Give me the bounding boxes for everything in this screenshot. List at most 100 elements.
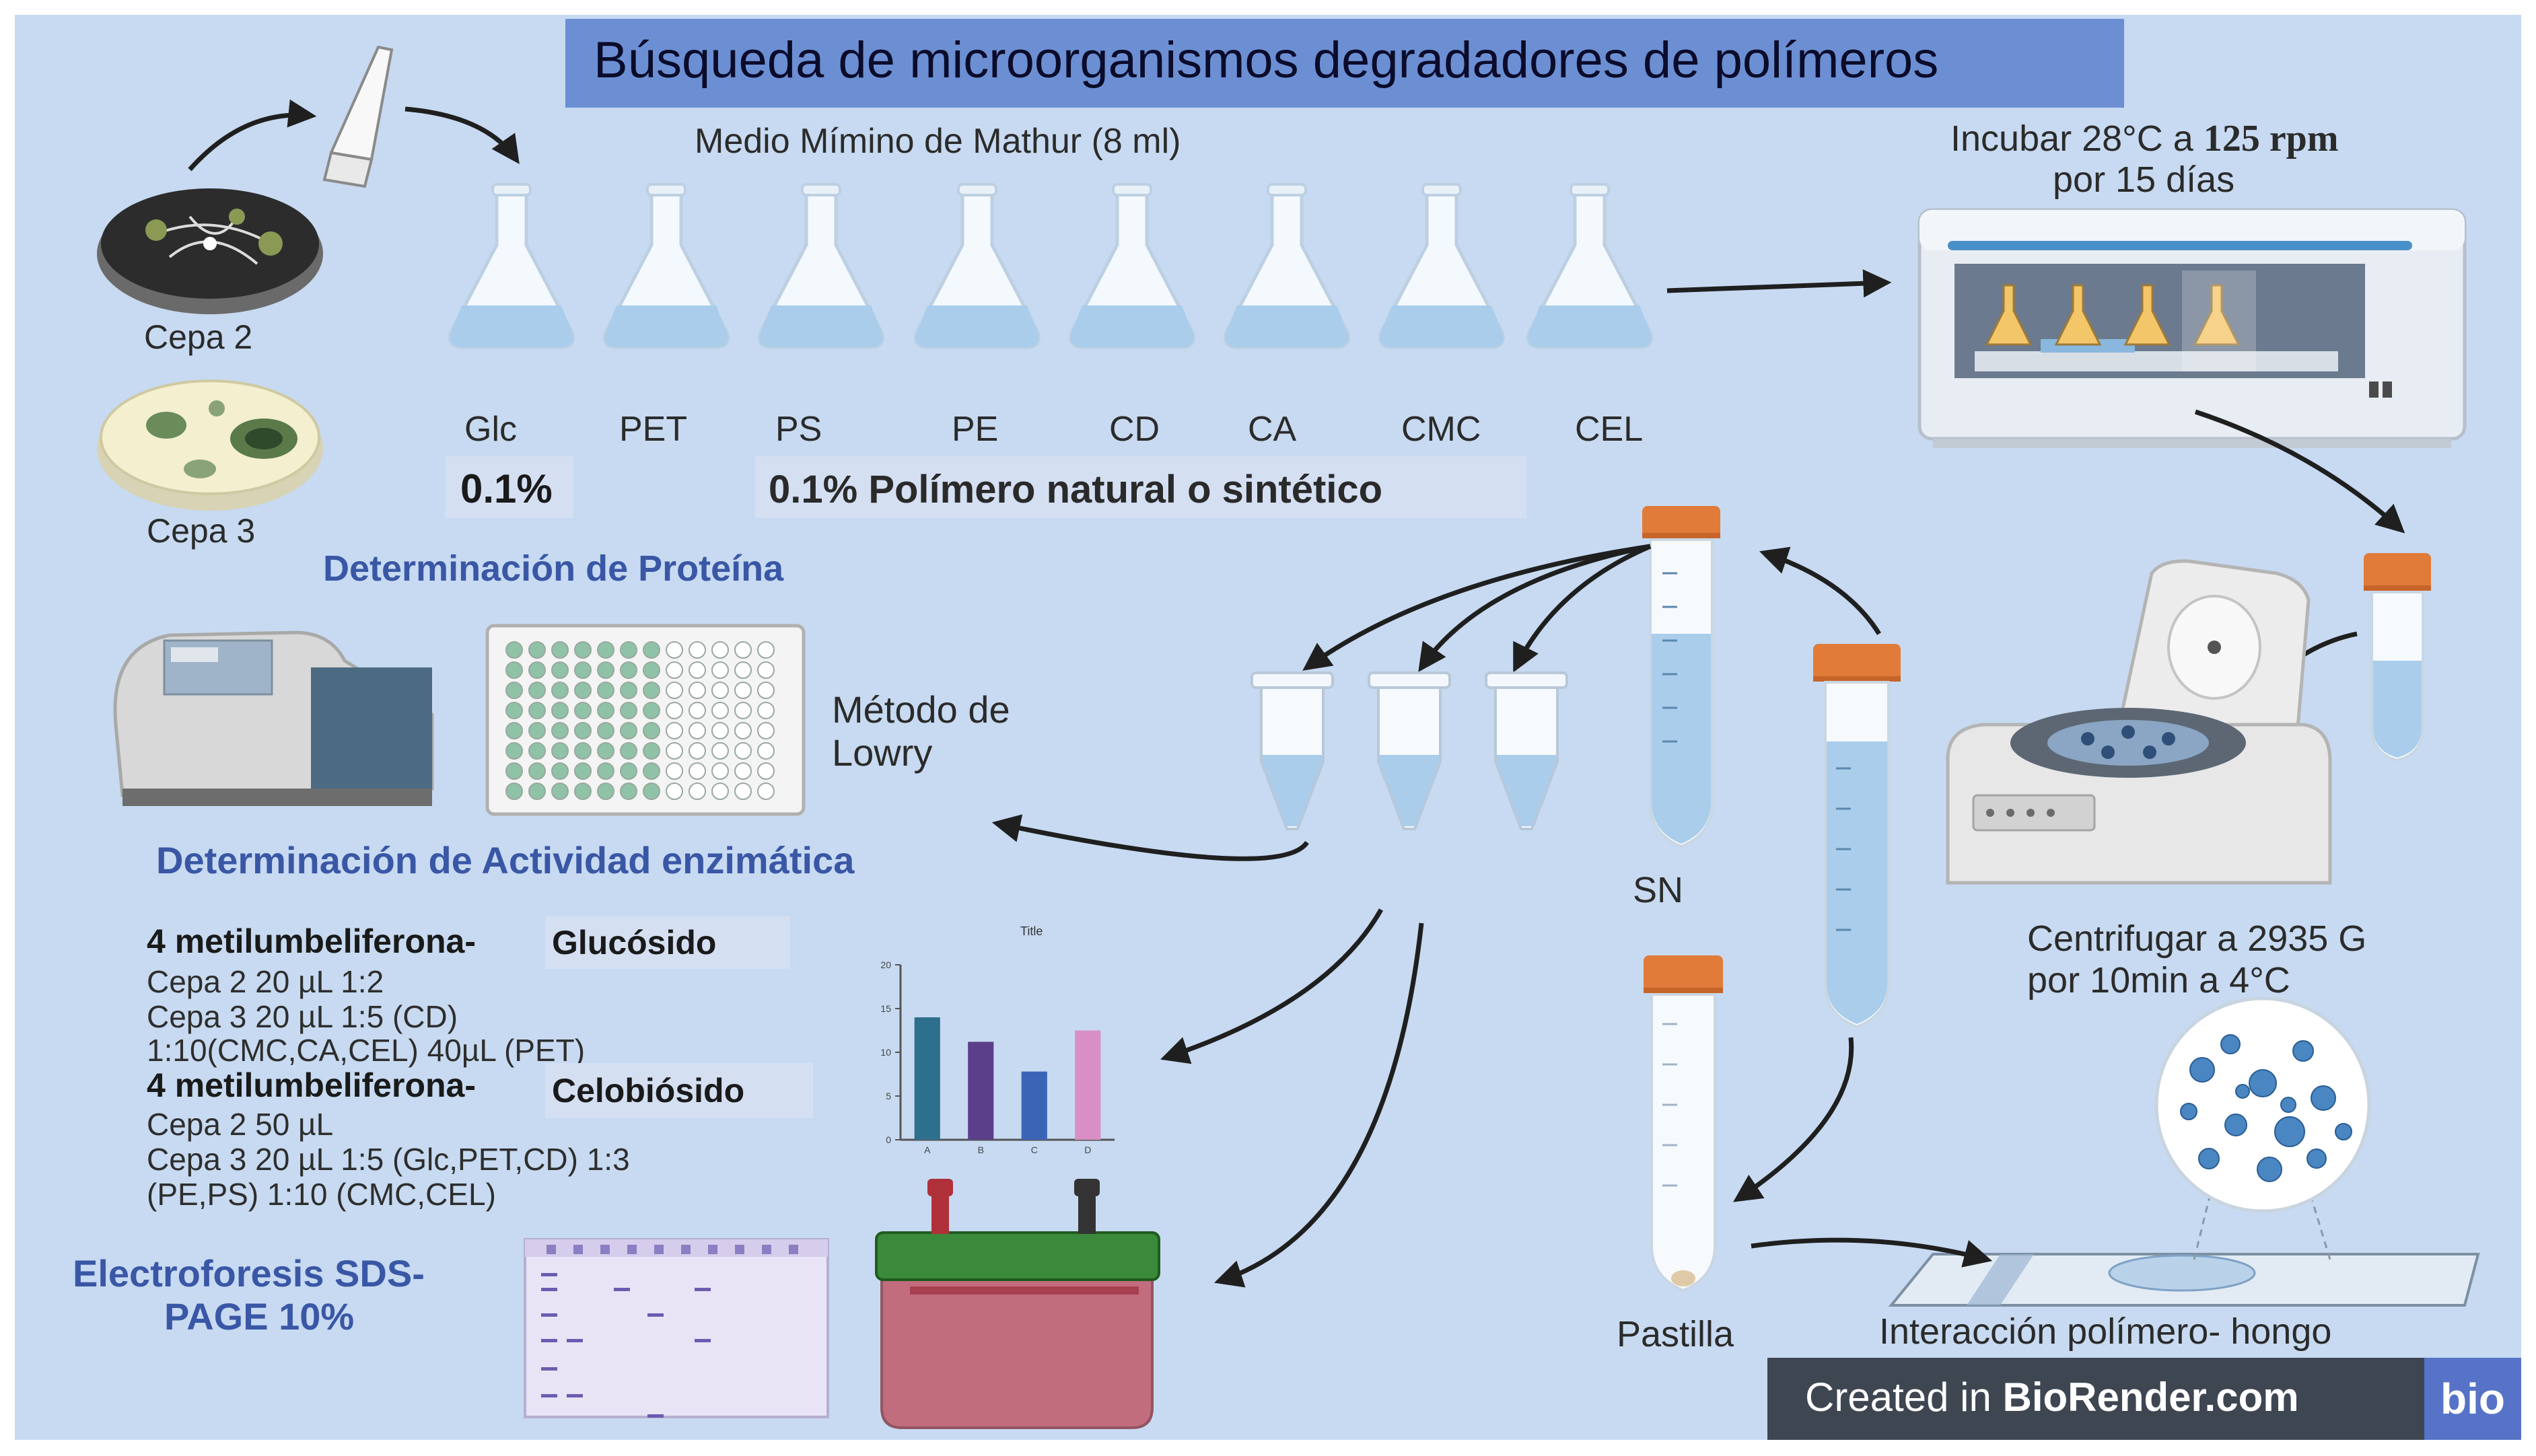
well [620, 702, 637, 719]
well [734, 742, 752, 760]
flask-label-cmc: CMC [1401, 410, 1481, 449]
well [597, 661, 614, 679]
arrow-to-pellet [1733, 1037, 1854, 1202]
flask-label-pe: PE [952, 410, 999, 449]
well [574, 762, 592, 780]
well [711, 742, 729, 760]
well [597, 702, 614, 719]
substrate-1-prefix: 4 metilumbeliferona- [147, 922, 476, 960]
well [711, 661, 729, 679]
well [689, 702, 706, 719]
arrow-tip-to-flasks [404, 106, 520, 164]
well [551, 782, 569, 800]
well [757, 782, 775, 800]
substrate-2-line-2: Cepa 3 20 µL 1:5 (Glc,PET,CD) 1:3 [147, 1142, 630, 1177]
glucose-pct: 0.1% [460, 466, 553, 511]
chart-bar-d [1075, 1030, 1101, 1140]
substrate-1-line-2: Cepa 3 20 µL 1:5 (CD) [147, 999, 458, 1034]
credit-banner[interactable]: Created in BioRender.com bio [1767, 1358, 2521, 1440]
incubate-line-1: Incubar 28°C a 125 rpm [1950, 117, 2338, 160]
well [528, 641, 546, 659]
well [574, 682, 592, 699]
arrow-plate-to-tip [188, 99, 317, 172]
eppendorf-tube-3 [1485, 671, 1568, 830]
incubate-line-2: por 15 días [2053, 159, 2235, 200]
well [597, 742, 614, 760]
arrow-sn-to-tube-2 [1418, 544, 1651, 672]
arrow-incubator-to-tube [2194, 409, 2405, 534]
polymer-pct-box: 0.1% Polímero natural o sintético [755, 456, 1526, 518]
well [643, 722, 660, 739]
glucose-pct-box: 0.1% [446, 456, 573, 518]
well [711, 682, 729, 699]
arrow-to-protein [991, 814, 1309, 861]
chart-y-tick-label: 5 [886, 1091, 891, 1101]
well [505, 641, 523, 659]
sds-page-gel [524, 1238, 829, 1418]
well [689, 641, 706, 659]
well [689, 782, 706, 800]
well [734, 641, 752, 659]
well [620, 742, 637, 760]
credit-brand: BioRender.com [2002, 1375, 2299, 1420]
arrow-to-electrophoresis [1214, 922, 1424, 1288]
well [528, 682, 546, 699]
well [620, 661, 637, 679]
medium-label: Medio Mímino de Mathur (8 ml) [695, 122, 1181, 161]
well [666, 782, 683, 800]
chart-x-tick-label: A [924, 1144, 931, 1155]
well [574, 782, 592, 800]
well [734, 661, 752, 679]
substrate-2-tag-box: Celobiósido [545, 1063, 813, 1118]
eppendorf-tube-2 [1368, 671, 1451, 830]
well [734, 722, 752, 739]
biorender-logo: bio [2424, 1358, 2521, 1440]
lowry-line-1: Método de [832, 688, 1010, 731]
well [597, 641, 614, 659]
eppendorf-tube-1 [1251, 671, 1334, 830]
substrate-1-tag: Glucósido [552, 924, 717, 961]
protein-heading: Determinación de Proteína [323, 548, 784, 589]
well-plate [485, 624, 806, 816]
well [666, 641, 683, 659]
arrow-sn-to-tube-3 [1513, 544, 1652, 673]
spectrophotometer [113, 630, 434, 806]
well [757, 722, 775, 739]
well [597, 782, 614, 800]
well [757, 641, 775, 659]
flask-cmc [1380, 184, 1504, 347]
arrow-pellet-to-slide [1751, 1237, 1993, 1268]
flask-ps [760, 184, 883, 347]
incubate-text: Incubar 28°C a [1950, 118, 2193, 159]
well [666, 762, 683, 780]
falcon-tube-pellet [1644, 955, 1723, 1293]
chart-x-tick-label: D [1084, 1144, 1091, 1155]
electro-line-1: Electroforesis SDS- [73, 1252, 425, 1295]
chart-bar-c [1021, 1071, 1047, 1140]
well [711, 782, 729, 800]
well [734, 702, 752, 719]
well [528, 661, 546, 679]
well [734, 682, 752, 699]
strain-2-label: Cepa 2 [144, 318, 253, 356]
centrifuge-line-2: por 10min a 4°C [2027, 960, 2290, 1000]
well [711, 702, 729, 719]
flask-label-ps: PS [775, 410, 822, 449]
well [711, 762, 729, 780]
substrate-1-tag-box: Glucósido [545, 916, 790, 969]
falcon-tube-supernatant [1642, 506, 1720, 848]
well [643, 682, 660, 699]
chart-y-tick-label: 10 [880, 1047, 891, 1058]
centrifuge [1946, 559, 2332, 885]
flask-cd [1071, 184, 1194, 347]
well [574, 702, 592, 719]
well [734, 782, 752, 800]
petri-dish-strain-3 [97, 379, 323, 511]
well [757, 702, 775, 719]
well [620, 722, 637, 739]
substrate-2-prefix: 4 metilumbeliferona- [147, 1066, 476, 1104]
well [505, 702, 523, 719]
flask-pet [605, 184, 728, 347]
falcon-tube-right [2364, 553, 2431, 762]
